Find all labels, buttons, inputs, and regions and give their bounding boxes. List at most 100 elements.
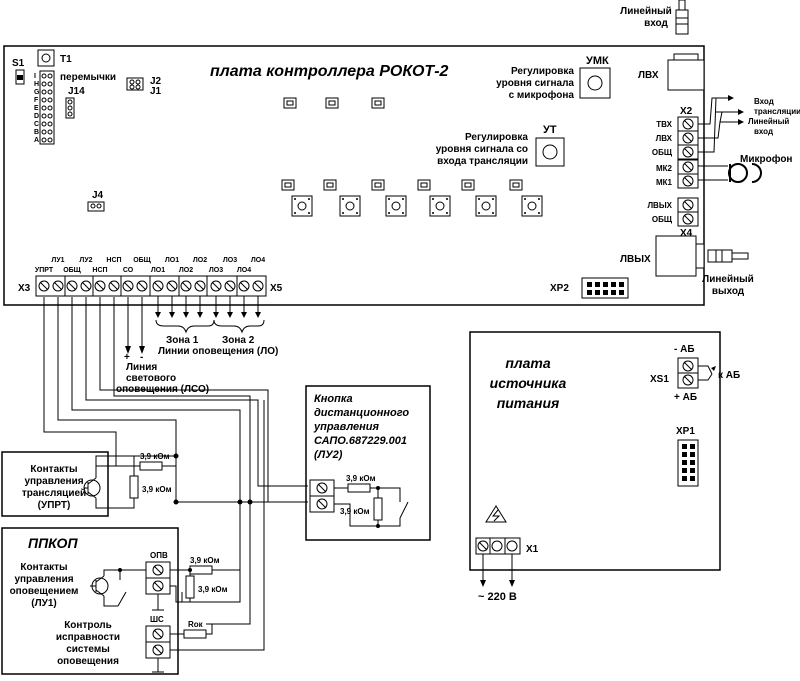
uprt-transistor [83, 456, 117, 509]
lso-plus: + [124, 352, 130, 363]
svg-text:управления: управления [313, 421, 379, 433]
svg-text:САПО.687229.001: САПО.687229.001 [314, 435, 407, 447]
svg-text:E: E [34, 105, 39, 112]
psu-board [469, 331, 721, 571]
controller-board [3, 45, 705, 306]
uprt-label: Контакты управления трансляцией (УПРТ) [22, 464, 86, 511]
xp2-label: XP2 [550, 283, 569, 294]
svg-text:управления: управления [24, 476, 83, 487]
lso-lines [125, 297, 145, 354]
x2-label: X2 [680, 106, 693, 117]
j14-pin-block [39, 70, 55, 145]
shs-label: ШС [150, 615, 164, 624]
rok-label: Rок [188, 620, 204, 629]
svg-text:с микрофона: с микрофона [509, 89, 575, 101]
xp1-label: XP1 [676, 426, 695, 437]
svg-text:ЛУ1: ЛУ1 [51, 257, 64, 264]
uprt-resistor-2 [129, 475, 139, 499]
umk-regulator [579, 67, 611, 99]
remote-button-terminal [309, 479, 335, 513]
svg-text:(ЛУ1): (ЛУ1) [31, 598, 56, 609]
svg-text:источника: источника [490, 375, 567, 391]
svg-text:Линия: Линия [126, 362, 157, 373]
svg-text:ОБЩ: ОБЩ [652, 215, 673, 224]
line-in-jack [667, 0, 705, 91]
svg-text:вход: вход [754, 127, 773, 136]
opv-ground [152, 594, 164, 611]
svg-text:I: I [34, 73, 36, 80]
microphone-label: Микрофон [740, 153, 792, 165]
shs-ground [152, 658, 164, 673]
svg-text:УПРТ: УПРТ [35, 267, 54, 274]
x3-top-labels: ЛУ1 ЛУ2 НСП ОБЩ ЛО1 ЛО2 ЛО3 ЛО4 [51, 257, 265, 264]
s1-label: S1 [12, 58, 25, 69]
svg-text:ТВХ: ТВХ [656, 120, 672, 129]
x4-terminal-block [677, 197, 699, 227]
lso-minus: - [140, 352, 143, 363]
uprt-resistor-1 [139, 461, 163, 471]
j4-label: J4 [92, 190, 104, 201]
x4-label: X4 [680, 228, 693, 239]
ut-label: УТ [543, 124, 557, 136]
svg-text:Вход: Вход [754, 97, 774, 106]
svg-text:вход: вход [644, 18, 668, 29]
x2-external-wires [698, 95, 744, 153]
xs1-terminal [677, 357, 699, 389]
umk-description: Регулировка уровня сигнала с микрофона [496, 66, 574, 101]
svg-text:H: H [34, 81, 39, 88]
svg-text:Регулировка: Регулировка [511, 66, 574, 77]
button-resistor-2 [373, 497, 383, 521]
x3-terminal-block [35, 275, 267, 297]
x3-label: X3 [18, 283, 31, 294]
svg-text:Контроль: Контроль [64, 620, 112, 631]
svg-text:B: B [34, 129, 39, 136]
svg-text:светового: светового [126, 373, 176, 384]
svg-text:системы: системы [66, 644, 110, 655]
svg-text:Контакты: Контакты [20, 562, 67, 573]
svg-text:ОБЩ: ОБЩ [63, 267, 81, 274]
svg-text:ЛО3: ЛО3 [223, 257, 237, 264]
svg-text:Линейный: Линейный [702, 274, 754, 285]
svg-text:ЛВХ: ЛВХ [656, 134, 673, 143]
ppkop-contacts-label: Контакты управления оповещением (ЛУ1) [10, 562, 79, 609]
svg-text:ЛО2: ЛО2 [193, 257, 207, 264]
button-resistor-1 [347, 483, 371, 493]
xp2-connector [581, 277, 629, 299]
jumper-letters: I H G F E D C B A [34, 73, 40, 144]
j1-label: J1 [150, 86, 162, 97]
remote-button-box [305, 385, 431, 541]
opv-label: ОПВ [150, 551, 168, 560]
zone1-label: Зона 1 [166, 335, 199, 346]
ppkop-control-label: Контроль исправности системы оповещения [56, 620, 120, 667]
x1-terminal [475, 537, 521, 555]
j2-label: J2 [150, 76, 162, 87]
zone-output-lines [155, 296, 261, 318]
svg-text:Кнопка: Кнопка [314, 393, 353, 405]
svg-text:ОБЩ: ОБЩ [133, 257, 151, 264]
pad-row-top [283, 97, 385, 109]
j1-j2-jumpers [126, 77, 144, 91]
uprt-box [1, 451, 109, 517]
svg-text:уровня сигнала со: уровня сигнала со [436, 144, 528, 155]
svg-text:МК2: МК2 [656, 164, 673, 173]
ppkop-transistor [90, 569, 146, 607]
svg-text:исправности: исправности [56, 632, 120, 643]
ut-regulator [535, 137, 565, 167]
ppkop-resistor-2 [185, 575, 195, 599]
jumpers-label: перемычки [60, 72, 116, 83]
x2-terminal-block [677, 116, 699, 189]
j14-jumper [65, 97, 75, 119]
button-r1-label: 3,9 кОм [346, 474, 376, 483]
svg-text:C: C [34, 121, 39, 128]
ppkop-resistor-1 [189, 565, 213, 575]
line-out-jack [655, 235, 749, 277]
rok-resistor [183, 629, 207, 639]
line-in-label: Линейный вход [620, 6, 672, 29]
svg-text:A: A [34, 137, 39, 144]
uprt-r2-label: 3,9 кОм [142, 485, 172, 494]
svg-text:дистанционного: дистанционного [314, 407, 409, 419]
svg-text:НСП: НСП [92, 267, 107, 274]
svg-text:СО: СО [123, 267, 134, 274]
svg-text:оповещения: оповещения [57, 656, 119, 667]
